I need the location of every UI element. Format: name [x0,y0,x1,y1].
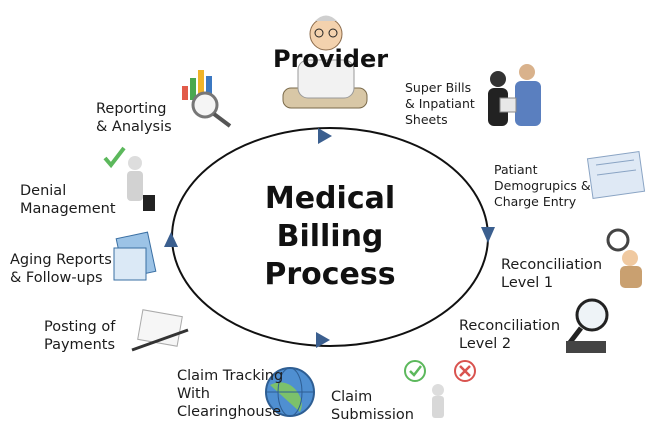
step-reconciliation-1: Reconciliation Level 1 [501,257,603,291]
step-aging-reports: Aging Reports & Follow-ups [10,252,112,286]
magnifier-laptop-icon [566,298,609,353]
step-reporting-analysis: Reporting & Analysis [96,101,172,135]
step-claim-tracking: Claim Tracking With Clearinghouse [177,368,284,420]
staff-people-icon [488,64,541,126]
provider-doctor-icon [282,15,368,109]
clipboard-form-icon [586,151,646,199]
check-person-icon [103,146,155,211]
chart-magnifier-icon [182,70,232,128]
magnifier-man-icon [606,228,642,288]
arrow-top [318,128,332,144]
globe-icon [265,367,315,417]
provider-label: Provider [273,45,389,73]
pen-document-icon [131,309,189,352]
diagram-title: Medical Billing Process [264,181,396,292]
arrow-right [481,227,495,243]
check-cross-person-icon [404,360,476,418]
reports-stack-icon [113,231,157,281]
arrow-bottom [316,332,330,348]
step-super-bills: Super Bills & Inpatiant Sheets [405,80,475,127]
arrow-left [164,232,178,247]
step-posting-payments: Posting of Payments [44,319,116,353]
step-denial-management: Denial Management [20,183,116,217]
step-reconciliation-2: Reconciliation Level 2 [459,318,561,352]
step-patient-demographics: Patiant Demogrupics & Charge Entry [494,162,591,209]
step-claim-submission: Claim Submission [331,389,414,423]
